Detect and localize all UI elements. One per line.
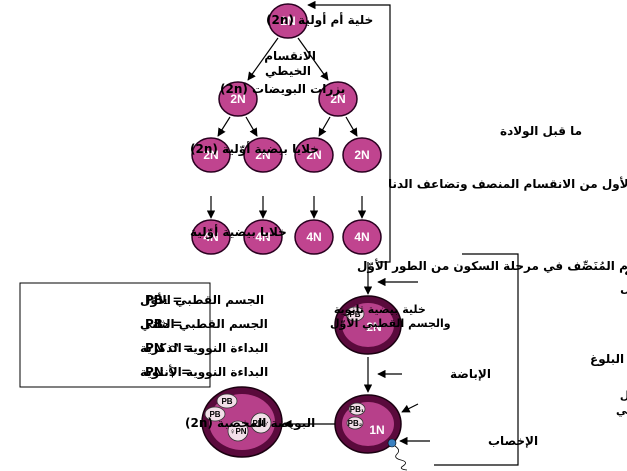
pb-label: PB <box>221 397 232 406</box>
primary-oocyte-4n-1: 4N <box>191 219 231 255</box>
cell-label-2n: 2N <box>255 148 270 162</box>
oogonium-right: 2N <box>318 81 358 117</box>
pn-male-label: PN♂ <box>252 419 269 428</box>
arrows <box>206 0 519 466</box>
sperm-tail <box>394 445 408 471</box>
sperm-head <box>387 438 397 448</box>
primary-oocyte-4n-3: 4N <box>294 219 334 255</box>
label-secondary-oocyte: خلية بيضية ثانوية والجسم القطبي الأوّل <box>330 303 451 330</box>
legend-desc: الجسم القطبي الأوّل <box>140 292 264 308</box>
cell-label-4n: 4N <box>354 230 369 244</box>
label-fertilization: الإخصاب <box>488 434 538 448</box>
primary-oocyte-2n-1: 2N <box>191 137 231 173</box>
label-primordial-germ-cell: خلية أم أولية (2n) <box>266 12 373 28</box>
cell-label-4n: 4N <box>255 230 270 244</box>
cell-label-2n: 2N <box>203 148 218 162</box>
pb-label: PB <box>349 310 360 319</box>
pb2-label: PB₂ <box>348 419 363 428</box>
pb-label: PB <box>209 410 220 419</box>
label-meiosis2: حدوث الانقسام المنصِّف الثاني وتشكّل الب… <box>616 387 627 417</box>
cell-label-1n: 1N <box>369 423 384 437</box>
oogonium-left: 2N <box>218 81 258 117</box>
label-primary-oocytes-2n: خلايا بيضية أوّلية (2n) <box>190 141 319 157</box>
legend-key: PN ♀ = <box>145 365 191 379</box>
cell-label-2n: 2N <box>354 148 369 162</box>
label-after-puberty: بعد البلوغ <box>590 352 627 367</box>
cell-label-4n: 4N <box>203 230 218 244</box>
legend-key: PB₁ = <box>145 293 182 307</box>
cell-label-2n: 2N <box>280 14 295 28</box>
label-prophase-start: بدء الطور الأول من الانقسام المنصف وتضاع… <box>388 176 627 192</box>
primary-oocyte-4n-2: 4N <box>243 219 283 255</box>
legend-desc: البداءة النووية الذكرية <box>140 341 268 356</box>
pb1-label: PB₁ <box>350 405 365 414</box>
primary-oocyte-4n-4: 4N <box>342 219 382 255</box>
legend-desc: الجسم القطبي الثاني <box>140 317 268 331</box>
legend-desc: البداءة النووية الأنثوية <box>140 364 268 380</box>
zygote: PB PB ♀PN PN♂ <box>201 386 283 458</box>
cell-label-2n: 2N <box>366 320 381 334</box>
primary-oocyte-2n-2: 2N <box>243 137 283 173</box>
cell-label-4n: 4N <box>306 230 321 244</box>
legend-key: PB₂ = <box>145 317 182 331</box>
label-primary-oocytes: خلايا بيضية أوّلية <box>190 224 287 240</box>
label-zygote: البويضة المخصبة (2n) <box>185 416 315 431</box>
cell-label-2n: 2N <box>306 148 321 162</box>
secondary-oocyte: PB 2N <box>334 295 402 355</box>
primary-oocyte-2n-3: 2N <box>294 137 334 173</box>
legend-key: PN ♂ = <box>145 341 193 355</box>
cell-label-2n: 2N <box>330 92 345 106</box>
pn-female-label: ♀PN <box>229 427 246 436</box>
primordial-germ-cell: 2N <box>268 3 308 39</box>
label-lh-peak: وصول مستوى الـ LH إلى ذروته وإزالة موانع… <box>620 264 627 296</box>
primary-oocyte-2n-4: 2N <box>342 137 382 173</box>
cell-label-2n: 2N <box>230 92 245 106</box>
mature-ovum: PB₁ PB₂ 1N <box>334 394 408 471</box>
label-meiosis-arrest: توقف الانقسام المُنَصِّف في مرحلة السكون… <box>357 258 627 274</box>
label-oogonia: بزرات البويضات (2n) <box>220 82 345 97</box>
label-ovulation: الإباضة <box>450 367 491 381</box>
label-mitosis: الانقسام الخيطي <box>260 49 316 78</box>
label-before-birth: ما قبل الولادة <box>500 124 582 139</box>
